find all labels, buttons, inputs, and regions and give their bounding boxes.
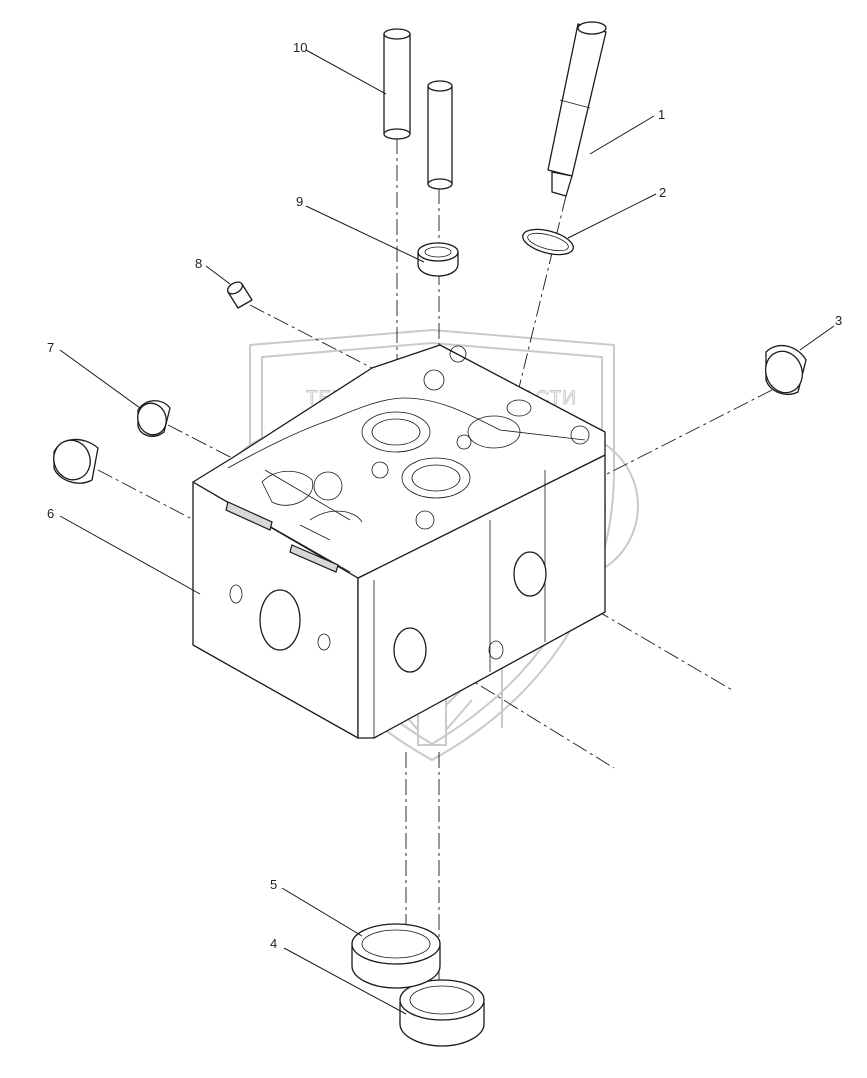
part-8-dowel [226, 281, 253, 309]
part-5-valve-seat [351, 923, 441, 989]
callout-9: 9 [296, 194, 303, 209]
callout-10: 10 [293, 40, 307, 55]
part-6-plug [53, 438, 99, 484]
cylinder-head-block [192, 344, 606, 739]
part-7-plug [137, 400, 171, 437]
part-10-valve-guide-left [383, 28, 411, 140]
callout-3: 3 [835, 313, 842, 328]
callout-labels: 1 2 3 4 5 6 7 8 9 10 [47, 40, 842, 951]
leader-lines [59, 49, 835, 1015]
callout-5: 5 [270, 877, 277, 892]
part-9-valve-seal [417, 242, 459, 277]
part-3-plug [764, 344, 807, 395]
callout-1: 1 [658, 107, 665, 122]
callout-2: 2 [659, 185, 666, 200]
callout-6: 6 [47, 506, 54, 521]
part-1-injector-sleeve [547, 21, 607, 197]
callout-8: 8 [195, 256, 202, 271]
callout-7: 7 [47, 340, 54, 355]
callout-4: 4 [270, 936, 277, 951]
part-2-seal-ring [522, 228, 574, 256]
part-10-valve-guide-right [427, 80, 453, 190]
part-4-valve-seat [399, 979, 485, 1047]
